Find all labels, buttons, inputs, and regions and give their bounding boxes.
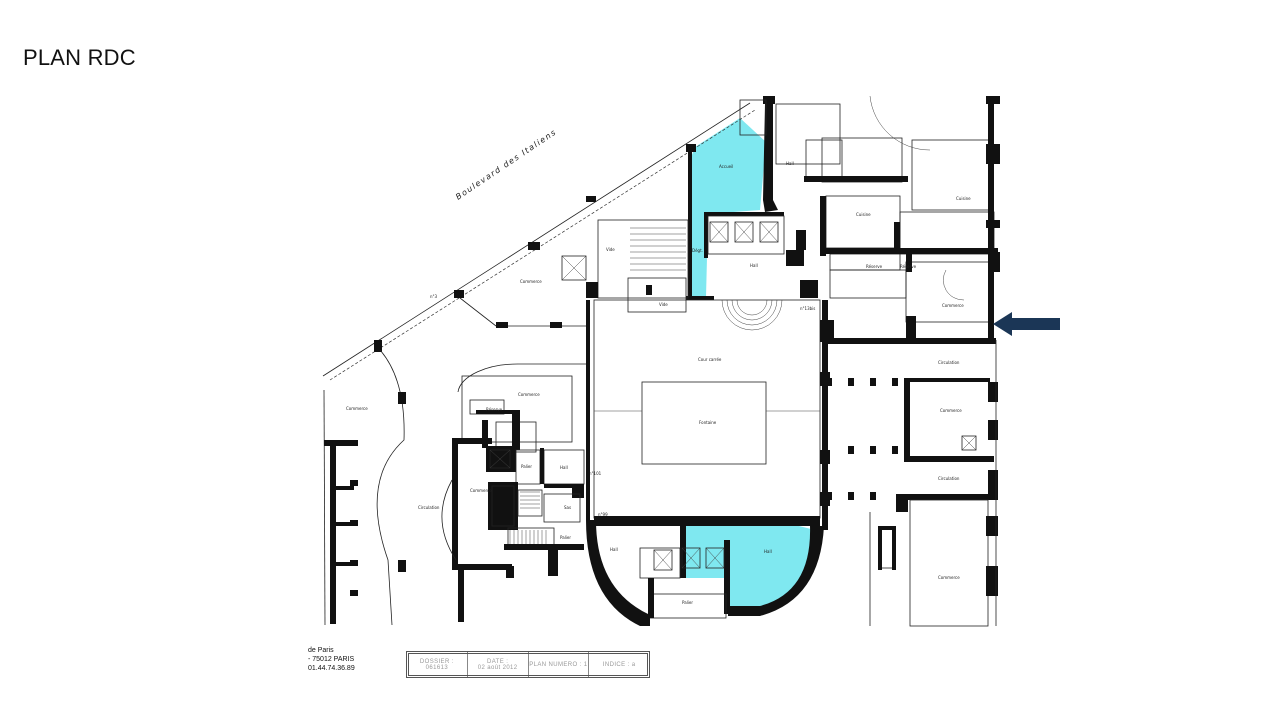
room-label-sas: Sas (564, 505, 571, 510)
room-label-reserve-small: Réserve (486, 407, 503, 412)
address-phone: 01.44.74.36.89 (308, 665, 355, 672)
plan-number-cell: PLAN NUMERO : 1 (529, 652, 590, 677)
street-number-label: n°3 (430, 294, 438, 299)
room-label-hall1: Hall (750, 263, 758, 268)
room-label-reserve1: Réserve (866, 264, 883, 269)
room-label-commerce-left2: Commerce (470, 488, 492, 493)
room-label-commerce-far-left: Commerce (346, 406, 368, 411)
room-label-hall3: Hall (560, 465, 568, 470)
room-label-hall-bottom-right: Hall (764, 549, 772, 554)
accueil-zone[interactable] (690, 118, 766, 297)
dossier-label: DOSSIER : (419, 658, 454, 665)
room-label-no-101: n°101 (589, 471, 602, 476)
date-label: DATE : (486, 658, 509, 665)
room-label-cuisine1: Cuisine (856, 212, 871, 217)
room-label-circulation-r2: Circulation (938, 476, 960, 481)
room-label-hall2: Hall (786, 161, 794, 166)
room-label-no-13bis: n°13bis (800, 306, 815, 311)
street-label: Boulevard des Italiens (454, 127, 558, 201)
indice-label: INDICE : a (602, 661, 636, 668)
room-label-commerce-top: Commerce (520, 279, 542, 284)
room-label-fontaine: Fontaine (699, 420, 717, 425)
hall-zone[interactable] (682, 520, 815, 612)
page-title: PLAN RDC (23, 45, 136, 70)
room-label-vide2: Vide (659, 302, 668, 307)
room-label-cuisine2: Cuisine (956, 196, 971, 201)
room-label-commerce-right1: Commerce (942, 303, 964, 308)
room-label-cour: Cour carrée (698, 357, 722, 362)
date-value: 02 août 2012 (477, 664, 518, 671)
room-label-circulation-left: Circulation (418, 505, 440, 510)
room-label-commerce-right2: Commerce (940, 408, 962, 413)
address-line: - 75012 PARIS (308, 656, 355, 663)
address-line: de Paris (308, 647, 334, 654)
dossier-value: 061613 (425, 664, 449, 671)
room-label-palier3: Palier (682, 600, 693, 605)
room-label-vide1: Vide (606, 247, 615, 252)
room-label-reserve2: Réserve (900, 264, 917, 269)
room-label-no-99: n°99 (598, 512, 608, 517)
room-label-accueil: Accueil (719, 164, 733, 169)
room-label-degt: Dégt. (692, 248, 703, 253)
room-label-hall-bottom-left: Hall (610, 547, 618, 552)
room-label-commerce-right3: Commerce (938, 575, 960, 580)
plan-number-label: PLAN NUMERO : 1 (529, 661, 588, 668)
room-label-palier1: Palier (521, 464, 532, 469)
dossier-cell: DOSSIER : 061613 (407, 652, 468, 677)
date-cell: DATE : 02 août 2012 (468, 652, 529, 677)
room-label-circulation-r1: Circulation (938, 360, 960, 365)
room-label-commerce-mid: Commerce (518, 392, 540, 397)
address-block: de Paris - 75012 PARIS 01.44.74.36.89 (308, 646, 355, 673)
room-label-palier2: Palier (560, 535, 571, 540)
title-block: DOSSIER : 061613 DATE : 02 août 2012 PLA… (406, 651, 650, 678)
indice-cell: INDICE : a (589, 652, 649, 677)
arrow-left-icon (993, 312, 1060, 336)
